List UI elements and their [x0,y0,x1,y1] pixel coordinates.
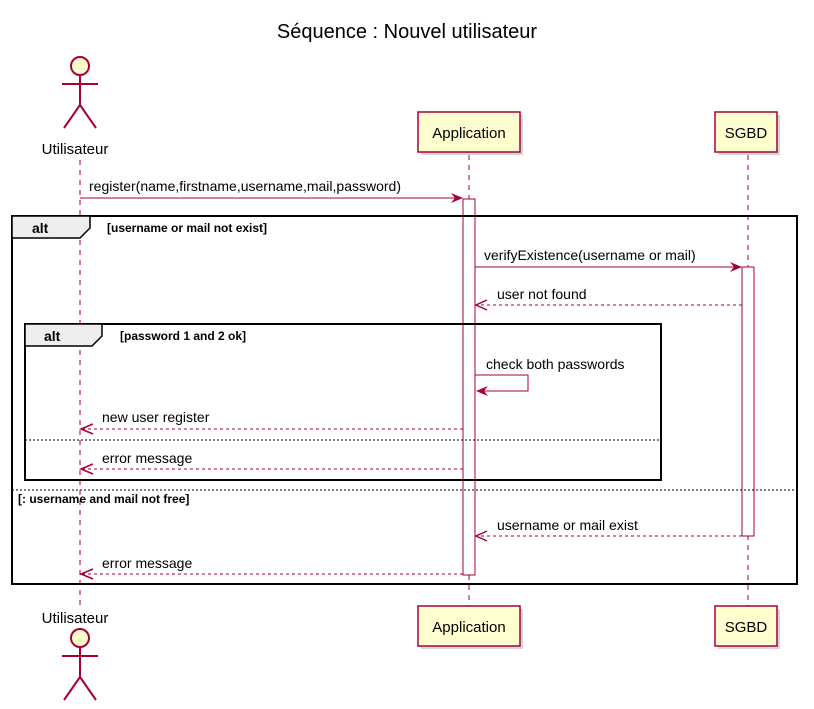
message-user-not-found-label: user not found [497,286,587,302]
message-user-not-found: user not found [474,286,742,311]
participant-app-bottom: Application [417,605,523,649]
message-username-exists-label: username or mail exist [497,517,638,533]
message-error-inner: error message [79,450,463,475]
fragment-alt-outer: alt [username or mail not exist] [: user… [11,215,798,585]
message-new-user-register: new user register [79,409,463,435]
participant-app-label: Application [432,125,505,142]
message-register: register(name,firstname,username,mail,pa… [80,178,463,203]
message-register-label: register(name,firstname,username,mail,pa… [89,178,401,194]
participant-db-bottom: SGBD [714,605,780,649]
actor-head-icon [70,628,90,648]
actor-user-top: Utilisateur [42,56,109,158]
actor-user-label: Utilisateur [42,141,109,158]
fragment-alt-inner-keyword: alt [44,328,61,344]
participant-db-top: SGBD [714,111,780,155]
activation-app [462,198,476,576]
participant-app-top: Application [417,111,523,155]
message-error-outer: error message [79,555,463,580]
activation-db [741,266,755,537]
message-error-outer-label: error message [102,555,192,571]
fragment-alt-outer-keyword: alt [32,220,49,236]
message-verify-existence: verifyExistence(username or mail) [475,247,742,272]
message-new-user-register-label: new user register [102,409,210,425]
message-check-passwords: check both passwords [475,356,625,396]
actor-user-bottom: Utilisateur [42,610,109,701]
actor-head-icon [70,56,90,76]
actor-user-bottom-label: Utilisateur [42,610,109,627]
message-error-inner-label: error message [102,450,192,466]
fragment-alt-inner-guard: [password 1 and 2 ok] [120,329,246,343]
participant-db-label: SGBD [725,125,768,142]
fragment-alt-outer-else-guard: [: username and mail not free] [18,492,189,506]
participant-app-bottom-label: Application [432,619,505,636]
message-username-exists: username or mail exist [474,517,742,542]
participant-db-bottom-label: SGBD [725,619,768,636]
message-verify-existence-label: verifyExistence(username or mail) [484,247,696,263]
fragment-alt-inner: alt [password 1 and 2 ok] [24,323,662,481]
fragment-alt-outer-guard: [username or mail not exist] [107,221,267,235]
diagram-title: Séquence : Nouvel utilisateur [277,21,537,43]
message-check-passwords-label: check both passwords [486,356,625,372]
